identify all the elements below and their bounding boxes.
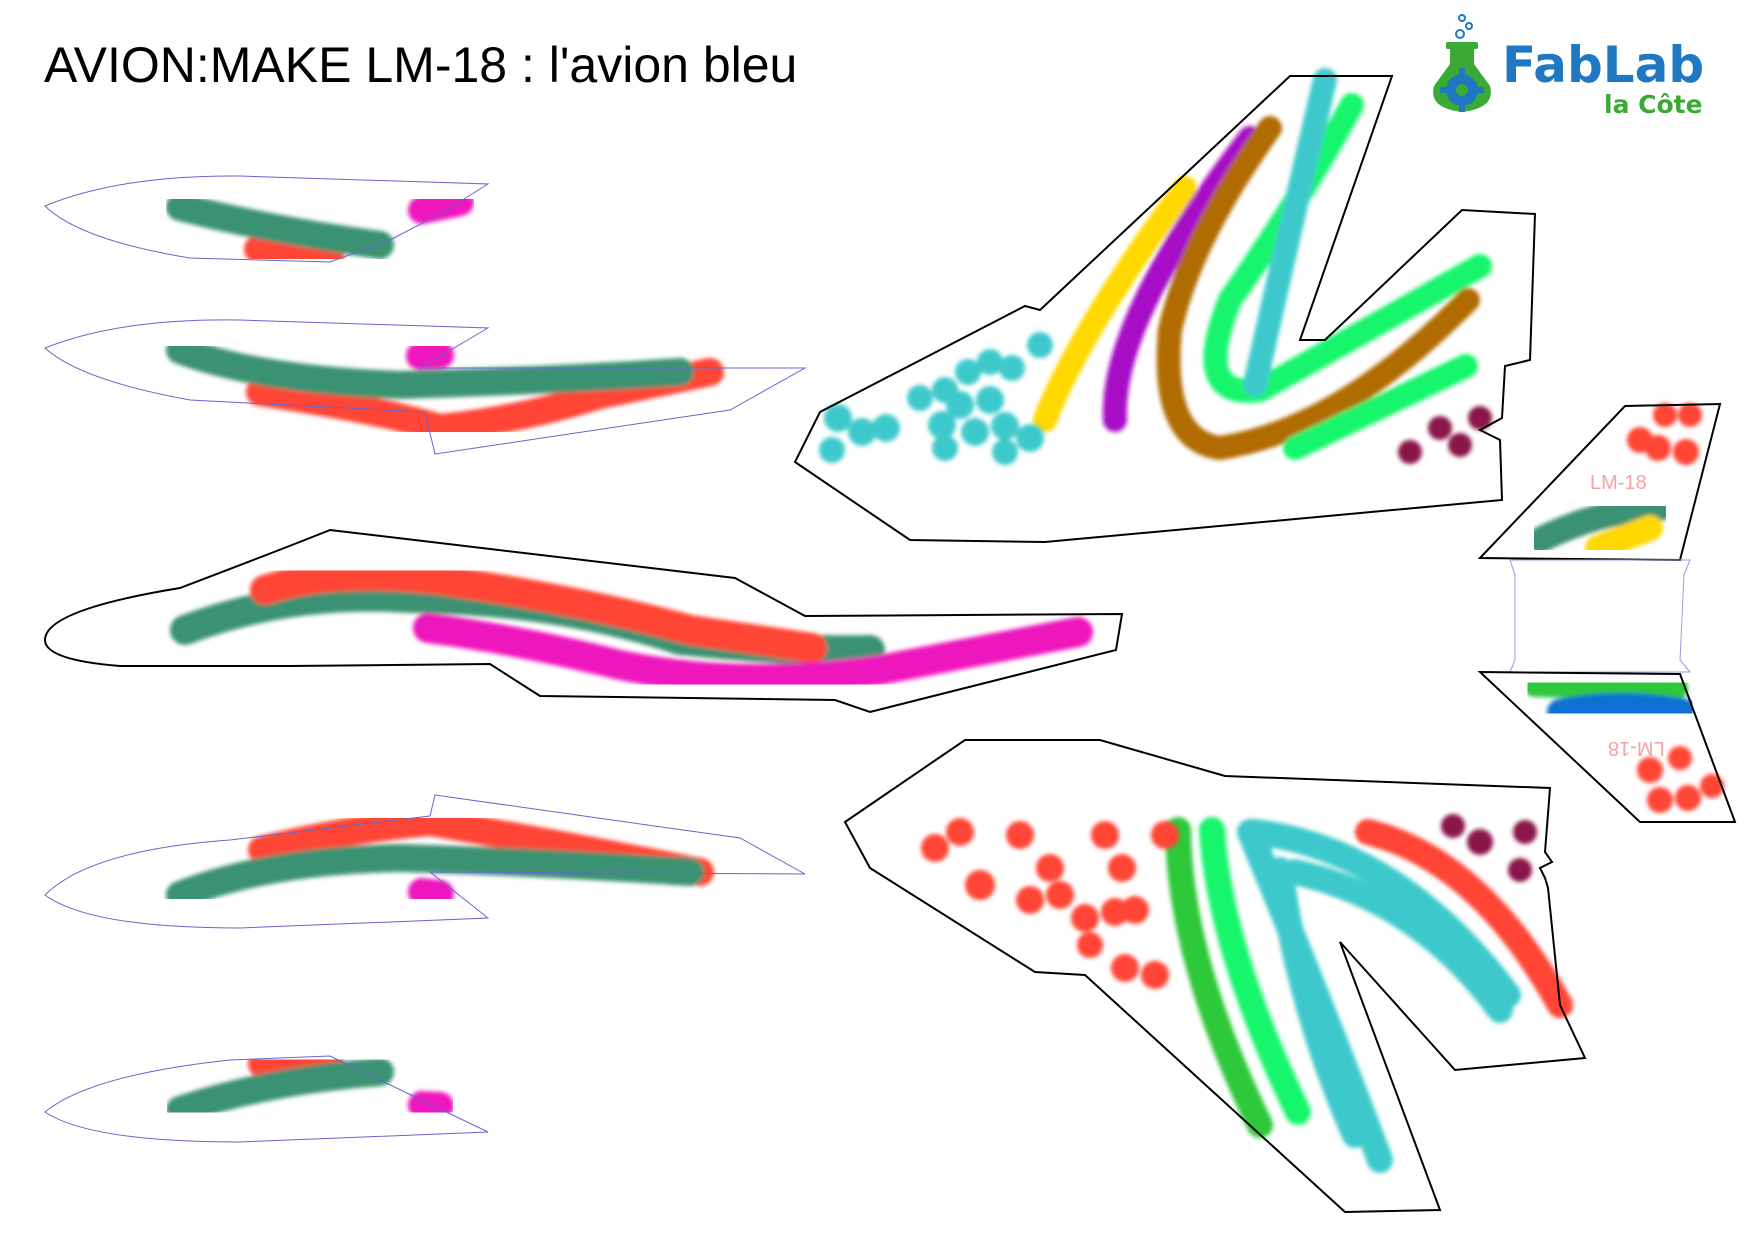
stroke-cyan-arm <box>1242 819 1521 1008</box>
flask-gear-icon <box>1433 14 1491 112</box>
dots-maroon <box>1398 406 1492 464</box>
stroke-red <box>248 1048 344 1078</box>
stroke-yellow <box>1585 515 1663 561</box>
tail-fin-top-outline <box>1477 402 1722 562</box>
stroke-dark-green <box>166 336 694 400</box>
stroke-dark-green <box>166 1058 394 1124</box>
stroke-magenta <box>408 188 474 224</box>
stroke-red-arm <box>1355 819 1573 1018</box>
fuselage-outline <box>43 528 1124 714</box>
stroke-brown <box>1156 116 1480 461</box>
stroke-magenta <box>406 341 454 370</box>
stroke-dark-green <box>1527 495 1673 553</box>
dots-maroon <box>1441 814 1537 882</box>
tail-fin-bottom-outline <box>1477 670 1737 823</box>
wing-bottom-outline <box>843 739 1587 1214</box>
tail-fin-top <box>1477 402 1722 562</box>
strip-outline <box>44 175 490 263</box>
tail-fin-bottom <box>1477 670 1737 823</box>
stroke-blue <box>1547 693 1698 725</box>
dots-cyan <box>819 332 1053 465</box>
stroke-dark-green <box>166 843 704 909</box>
stroke-dark-green <box>166 193 394 259</box>
tail-joint <box>1509 559 1692 673</box>
stroke-cyan <box>1243 68 1337 397</box>
stroke-magenta <box>408 878 454 908</box>
fuselage-strip-4 <box>44 794 806 929</box>
wing-label-top: LM-18 <box>1590 472 1647 494</box>
fuselage-strip-1 <box>44 175 490 270</box>
stroke-bright-green-low <box>1283 354 1478 460</box>
wing-label-bottom: LM-18 <box>1608 737 1665 759</box>
strip-outline <box>44 1055 489 1143</box>
wing-bottom <box>843 739 1587 1214</box>
tail-joint-outline <box>1509 559 1692 673</box>
fuselage-strip-2 <box>44 319 807 455</box>
stroke-cyan-arm2 <box>1282 859 1513 1023</box>
strip-outline <box>44 794 806 929</box>
fablab-logo: FabLab la Côte <box>1420 12 1720 122</box>
stroke-red <box>250 560 827 663</box>
wing-top <box>793 68 1537 544</box>
stroke-magenta <box>413 613 1093 694</box>
stroke-cyan-inner <box>1267 857 1368 1148</box>
fuselage-strip-5 <box>44 1048 489 1143</box>
stroke-bright-green <box>1203 93 1492 403</box>
page-title: AVION:MAKE LM-18 : l'avion bleu <box>44 37 798 93</box>
logo-sub-text: la Côte <box>1604 90 1703 119</box>
stroke-yellow <box>1033 176 1197 432</box>
stroke-green <box>1165 817 1273 1138</box>
stroke-green <box>1522 671 1688 701</box>
fuselage-main <box>43 528 1124 714</box>
strip-outline <box>44 319 807 455</box>
stroke-red <box>244 235 344 270</box>
stroke-purple <box>1102 126 1262 432</box>
dots-red <box>921 818 1179 989</box>
logo-main-text: FabLab <box>1502 36 1705 94</box>
stroke-red <box>246 358 724 443</box>
stroke-magenta <box>408 1091 454 1120</box>
stroke-bright-green <box>1199 817 1311 1125</box>
wing-top-outline <box>793 75 1537 544</box>
